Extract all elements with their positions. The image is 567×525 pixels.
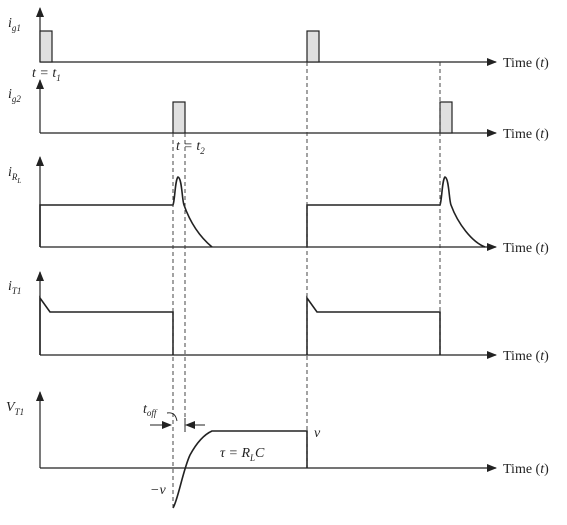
load-current-waveform	[306, 176, 486, 248]
thyristor-voltage-waveform	[172, 430, 308, 509]
gate-pulse	[172, 101, 186, 134]
panel-irl: Time (t) iRL	[8, 156, 549, 256]
v-positive-label: v	[314, 426, 321, 441]
time-axis-label: Time (t)	[503, 127, 549, 142]
signal-label-it1: iT1	[8, 279, 21, 296]
panel-ig1: Time (t) ig1 t = t1	[8, 7, 549, 83]
signal-label-vt1: VT1	[6, 400, 24, 417]
gate-pulse	[439, 101, 453, 134]
panel-vt1: Time (t) VT1 v −v τ = RLC toff	[6, 391, 549, 509]
time-axis-label: Time (t)	[503, 462, 549, 477]
thyristor-current-waveform	[39, 295, 174, 355]
toff-leader	[166, 412, 178, 422]
tau-label: τ = RLC	[220, 446, 265, 463]
signal-label-ig1: ig1	[8, 16, 21, 33]
toff-label: toff	[143, 402, 158, 418]
gate-pulse	[306, 30, 320, 63]
signal-label-irl: iRL	[8, 165, 21, 185]
panel-it1: Time (t) iT1	[8, 271, 549, 364]
v-negative-label: −v	[150, 483, 166, 498]
load-current-waveform	[39, 176, 213, 248]
dashed-guides	[172, 62, 441, 508]
t2-label: t = t2	[176, 139, 205, 156]
thyristor-current-waveform	[306, 295, 441, 355]
t1-label: t = t1	[32, 66, 61, 83]
signal-label-ig2: ig2	[8, 87, 21, 104]
time-axis-label: Time (t)	[503, 56, 549, 71]
gate-pulse	[39, 30, 53, 63]
time-axis-label: Time (t)	[503, 241, 549, 256]
time-axis-label: Time (t)	[503, 349, 549, 364]
panel-ig2: Time (t) ig2 t = t2	[8, 79, 549, 156]
